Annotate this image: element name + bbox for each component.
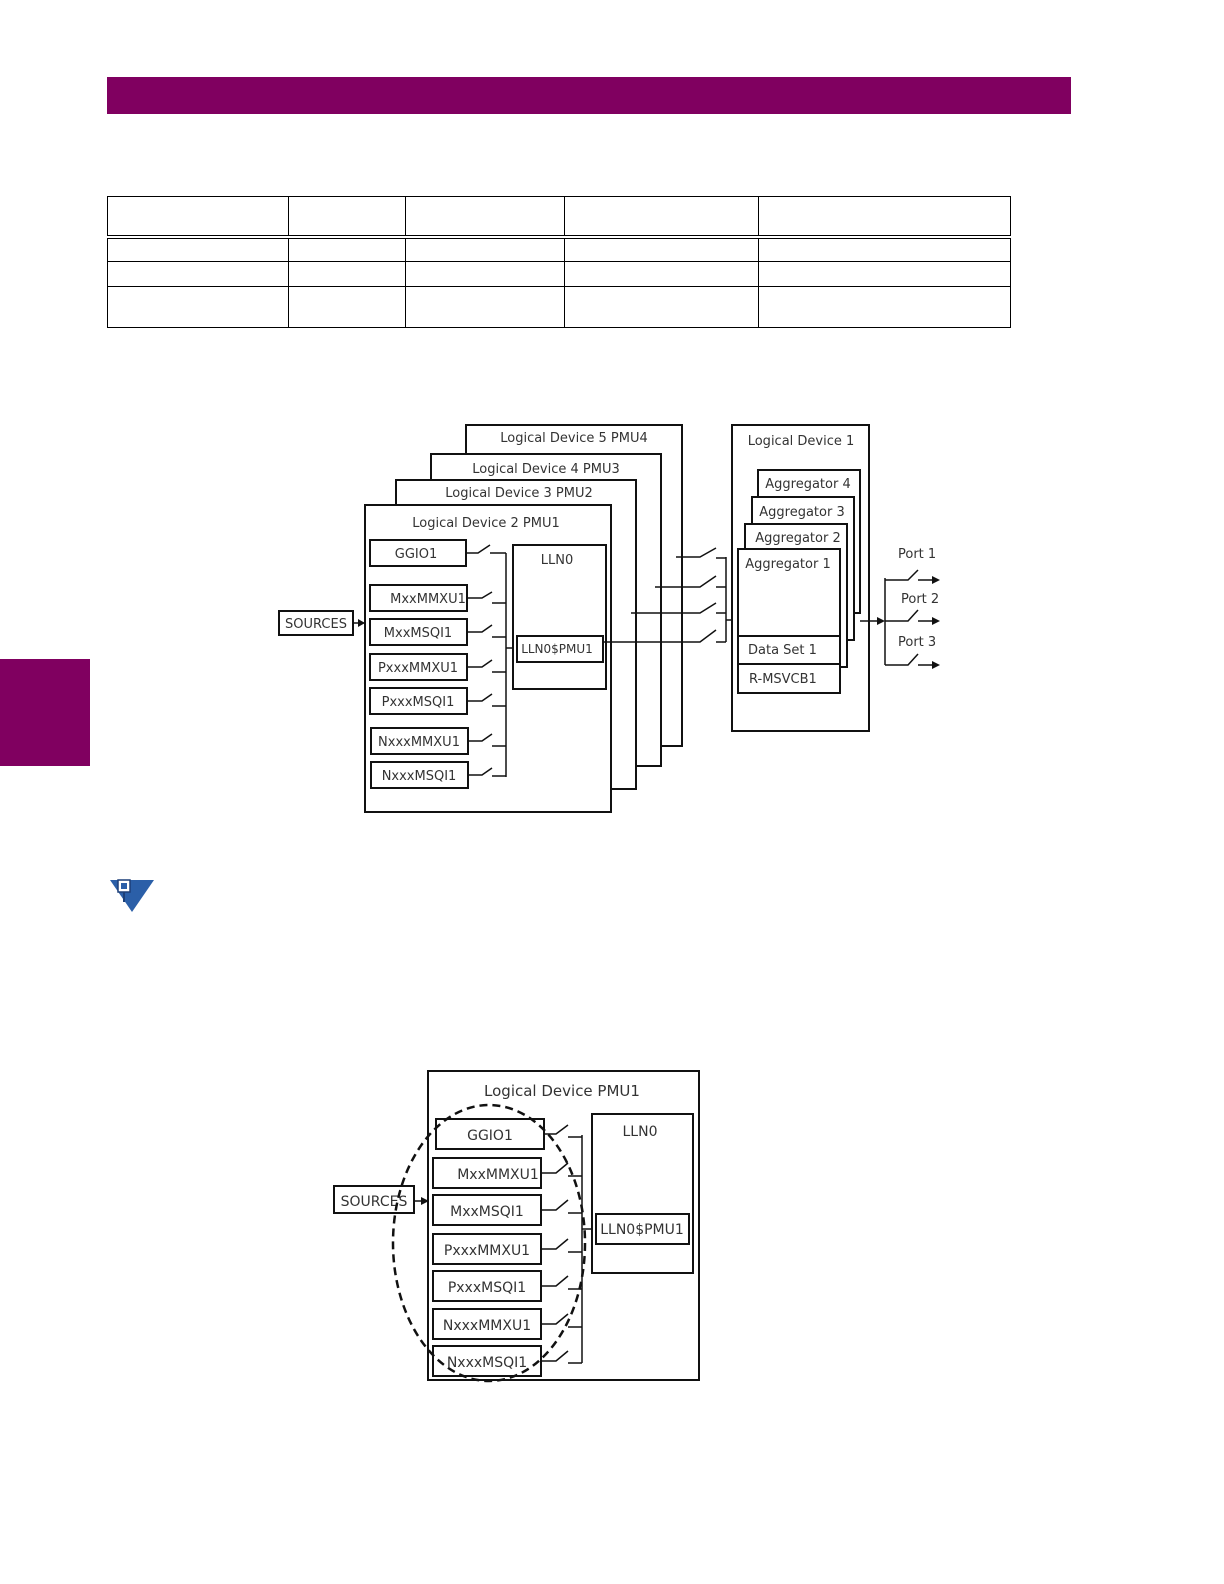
table-cell [405, 261, 565, 287]
data-table [107, 196, 1011, 328]
port-2-label: Port 2 [901, 592, 939, 607]
device-4-label: Logical Device 4 PMU3 [472, 462, 620, 477]
node-mxxmmxu1: MxxMMXU1 [390, 592, 466, 607]
lln0-pmu-label-2: LLN0$PMU1 [600, 1222, 684, 1238]
table-cell [405, 286, 565, 328]
lln0-label-2: LLN0 [623, 1124, 658, 1140]
lln0-pmu-label: LLN0$PMU1 [521, 642, 593, 656]
lln0-pmu-box [516, 635, 604, 663]
aggregator-4-label: Aggregator 4 [765, 477, 850, 492]
node2-pxxxmsqi1: PxxxMSQI1 [448, 1280, 526, 1296]
table-header-cell [758, 196, 1011, 239]
table-cell [288, 286, 406, 328]
table-cell [107, 236, 289, 262]
figure-1-diagram: Logical Device 5 PMU4 Logical Device 4 P… [278, 424, 940, 813]
lln0-label: LLN0 [541, 553, 573, 568]
logical-device-pmu1-label: Logical Device PMU1 [484, 1082, 640, 1100]
table-cell [107, 286, 289, 328]
sources-label-2: SOURCES [341, 1194, 408, 1210]
node-nxxxmmxu1: NxxxMMXU1 [378, 735, 460, 750]
table-cell [405, 236, 565, 262]
aggregator-2-label: Aggregator 2 [755, 531, 840, 546]
node2-pxxxmmxu1: PxxxMMXU1 [444, 1243, 530, 1259]
table-header-row [107, 196, 1011, 239]
table-row [107, 286, 1011, 328]
device-3-label: Logical Device 3 PMU2 [445, 486, 593, 501]
node2-ggio1: GGIO1 [467, 1128, 513, 1144]
figure-2-diagram: Logical Device PMU1 SOURCES GGIO1 MxxMMX… [333, 1070, 700, 1383]
table-cell [564, 236, 759, 262]
lln0-box [512, 544, 607, 690]
table-header-cell [564, 196, 759, 239]
msvcb-label: R-MSVCB1 [749, 672, 817, 687]
table-row [107, 261, 1011, 287]
node-pxxxmmxu1: PxxxMMXU1 [378, 661, 458, 676]
aggregator-1-label: Aggregator 1 [745, 557, 830, 572]
node-pxxxmsqi1: PxxxMSQI1 [382, 695, 455, 710]
chapter-side-tab [0, 659, 90, 766]
node2-mxxmsqi1: MxxMSQI1 [450, 1204, 524, 1220]
lln0-box-2 [591, 1113, 694, 1274]
device-5-label: Logical Device 5 PMU4 [500, 431, 648, 446]
port-3-label: Port 3 [898, 635, 936, 650]
logical-device-1-label: Logical Device 1 [748, 434, 855, 449]
table-cell [758, 286, 1011, 328]
table-cell [758, 261, 1011, 287]
data-set-label: Data Set 1 [748, 643, 817, 658]
lln0-pmu-box-2 [595, 1213, 690, 1245]
table-header-cell [288, 196, 406, 239]
node2-nxxxmmxu1: NxxxMMXU1 [443, 1318, 531, 1334]
table-header-cell [107, 196, 289, 239]
node2-nxxxmsqi1: NxxxMSQI1 [447, 1355, 527, 1371]
node-nxxxmsqi1: NxxxMSQI1 [382, 769, 457, 784]
sources-label: SOURCES [285, 617, 347, 632]
selection-ellipse [391, 1103, 587, 1383]
node2-mxxmmxu1: MxxMMXU1 [457, 1167, 539, 1183]
note-icon [110, 879, 154, 912]
device-2-label: Logical Device 2 PMU1 [412, 516, 560, 531]
node-mxxmsqi1: MxxMSQI1 [384, 626, 452, 641]
table-row [107, 236, 1011, 262]
node-ggio1: GGIO1 [395, 547, 438, 562]
chapter-header-bar [107, 77, 1071, 114]
table-cell [564, 286, 759, 328]
aggregator-3-label: Aggregator 3 [759, 505, 844, 520]
table-cell [107, 261, 289, 287]
table-header-cell [405, 196, 565, 239]
port-1-label: Port 1 [898, 547, 936, 562]
